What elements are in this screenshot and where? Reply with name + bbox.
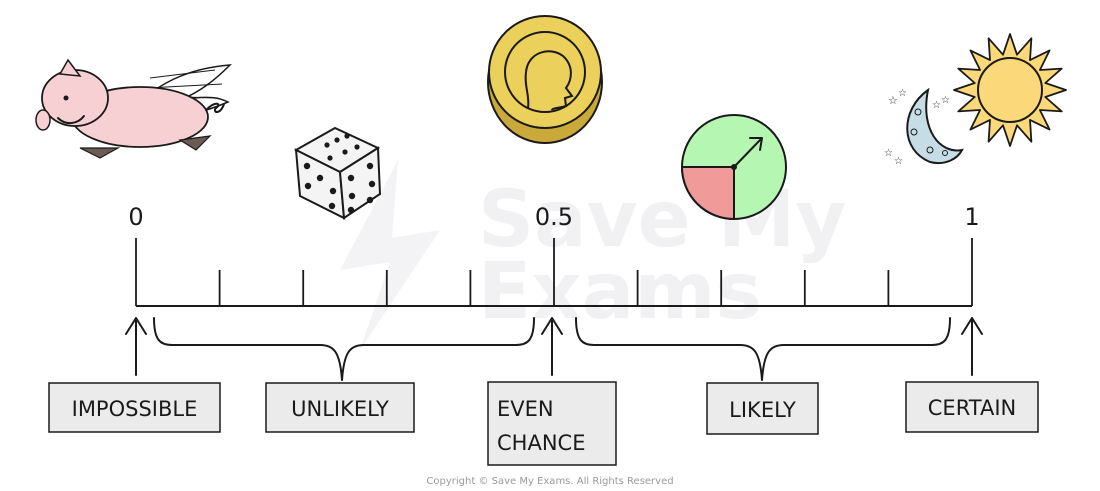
tick-label: 0	[128, 203, 143, 231]
label-likely: LIKELY	[729, 398, 796, 422]
tick-label: 1	[964, 203, 979, 231]
dice-icon	[293, 126, 382, 220]
svg-text:☆: ☆	[888, 95, 898, 107]
copyright-footer: Copyright © Save My Exams. All Rights Re…	[426, 476, 673, 487]
arrow-even-chance	[541, 317, 563, 376]
spinner-icon	[680, 114, 787, 221]
label-box-impossible	[48, 382, 221, 433]
brace-unlikely	[153, 317, 535, 381]
label-box-unlikely	[265, 382, 415, 433]
label-unlikely: UNLIKELY	[291, 397, 389, 421]
brace-likely	[575, 317, 951, 381]
arrow-certain	[961, 317, 983, 376]
svg-text:☆: ☆	[884, 148, 893, 159]
coin-icon	[487, 15, 603, 144]
label-certain: CERTAIN	[928, 396, 1016, 420]
category-labels: IMPOSSIBLE UNLIKELY EVEN CHANCE LIKELY C…	[48, 381, 1039, 466]
watermark-line-2: Exams	[478, 247, 762, 337]
label-box-even-chance	[487, 381, 617, 466]
label-even-chance-line-2: CHANCE	[497, 431, 585, 455]
svg-text:☆: ☆	[898, 88, 907, 99]
svg-text:☆: ☆	[932, 100, 941, 111]
watermark-bolt-icon	[340, 160, 440, 350]
axis-ticks	[135, 238, 973, 306]
moon-icon: ☆ ☆ ☆ ☆ ☆ ☆	[884, 87, 964, 167]
svg-text:☆: ☆	[894, 156, 903, 167]
label-box-certain	[905, 381, 1039, 433]
flying-pig-icon	[35, 58, 232, 159]
range-braces	[153, 317, 951, 381]
arrow-impossible	[125, 317, 147, 376]
watermark: Save My Exams	[340, 160, 846, 350]
label-box-likely	[706, 382, 819, 435]
label-impossible: IMPOSSIBLE	[72, 397, 198, 421]
pointer-arrows	[125, 317, 983, 376]
sun-icon	[953, 33, 1067, 147]
watermark-line-1: Save My	[478, 175, 846, 265]
svg-text:☆: ☆	[941, 95, 950, 106]
label-even-chance-line-1: EVEN	[497, 397, 554, 421]
tick-label: 0.5	[535, 203, 573, 231]
